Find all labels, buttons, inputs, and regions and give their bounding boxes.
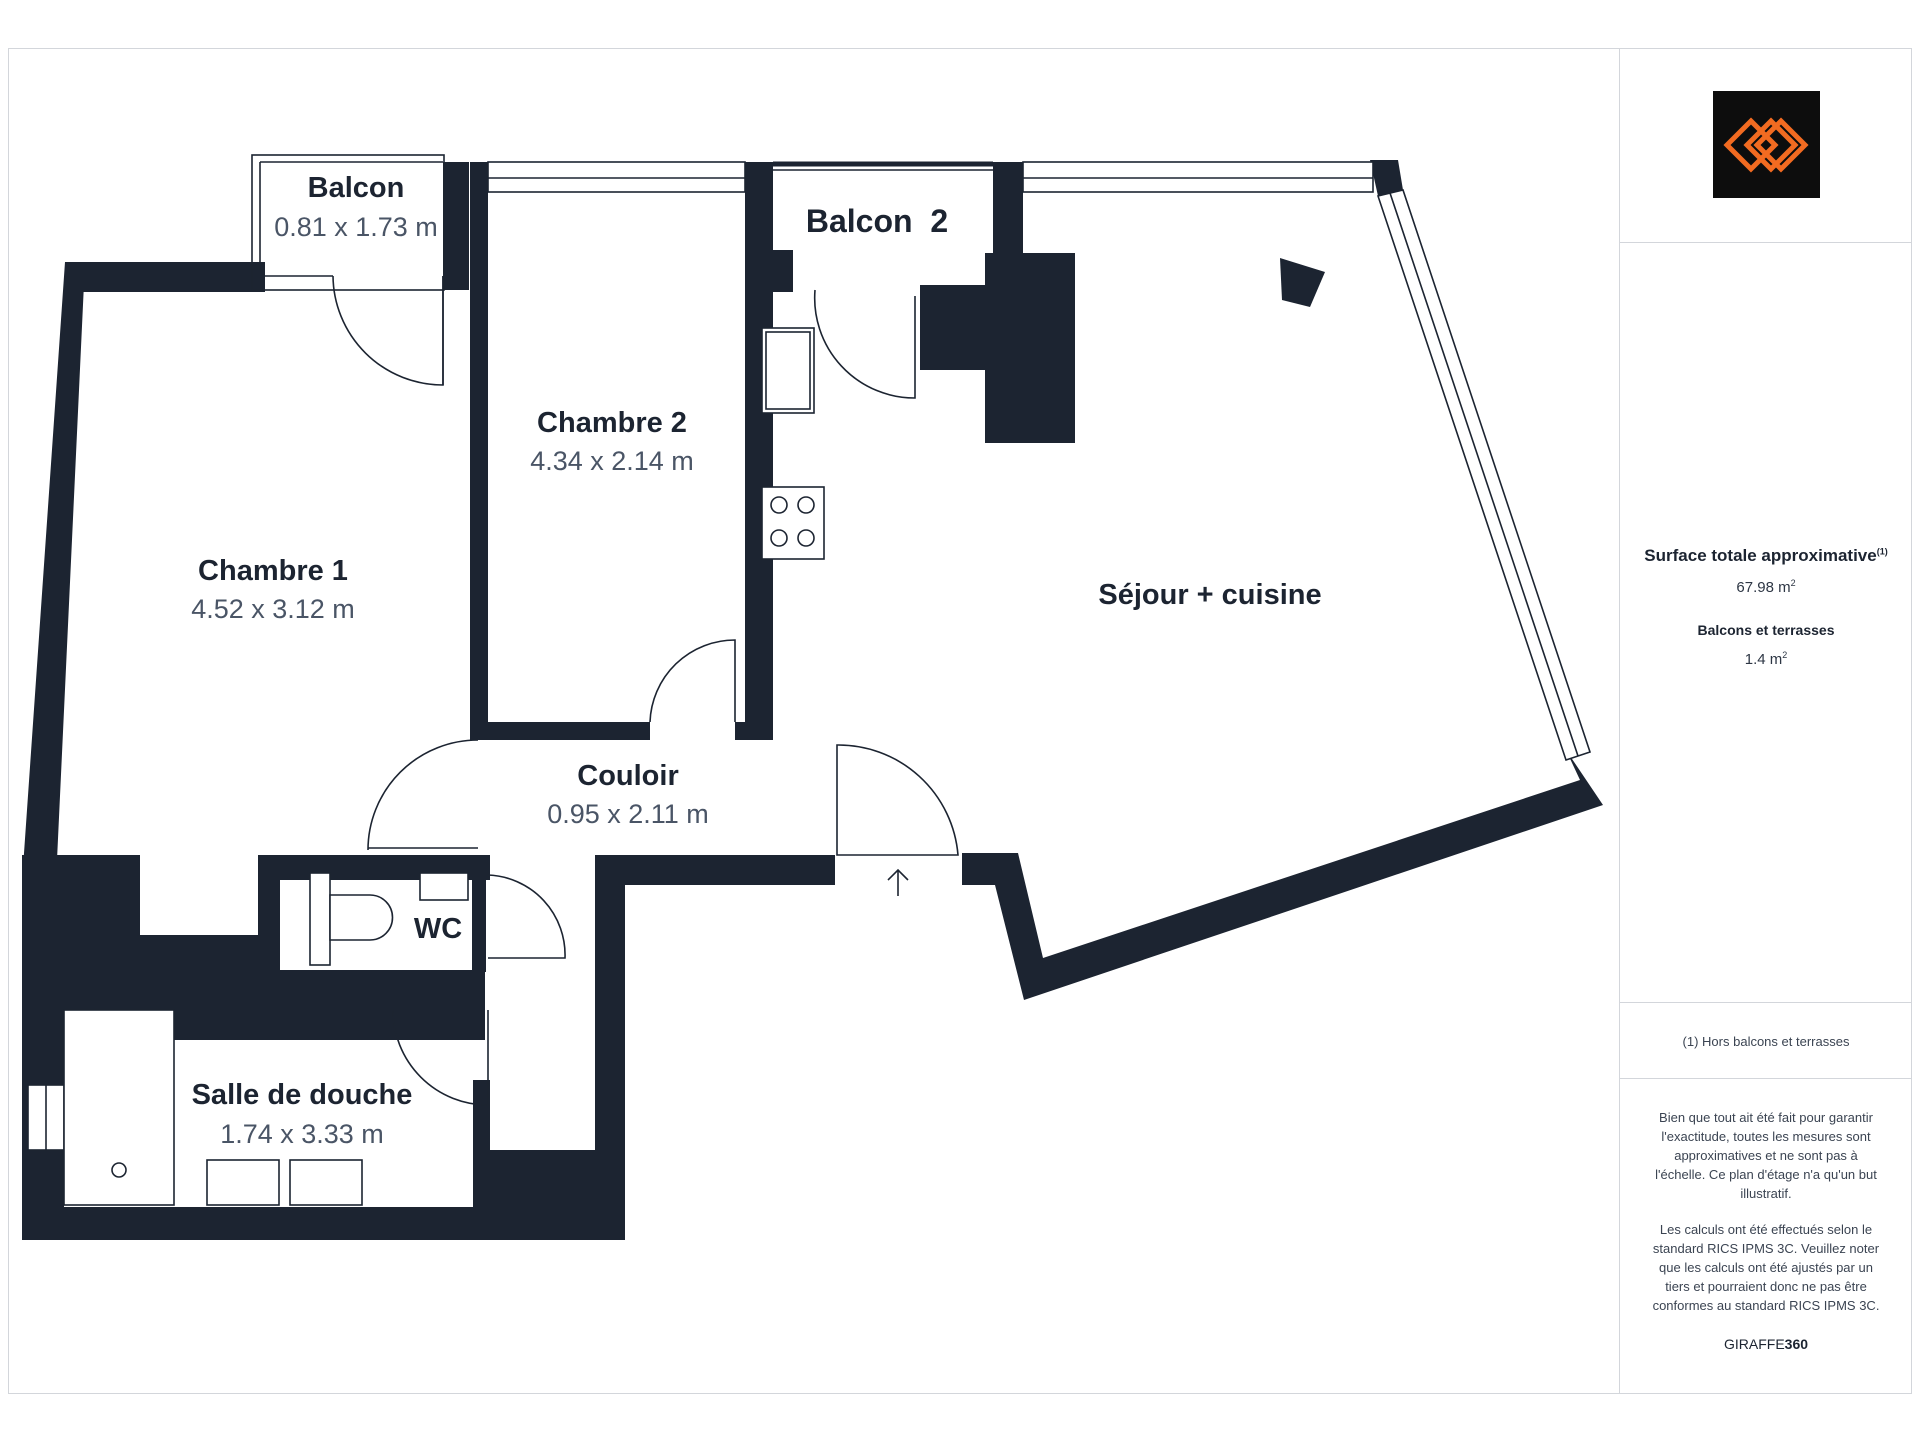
balcon-outline (251, 154, 445, 291)
door-chambre2 (649, 639, 736, 723)
door-entrance (836, 744, 959, 856)
balcony-area-value: 1.4 m2 (1744, 650, 1788, 668)
room-balcon-name: Balcon (308, 172, 405, 204)
shower-tray (63, 1009, 175, 1206)
area-summary: Surface totale approximative(1) 67.98 m2… (1620, 546, 1912, 668)
room-chambre1-dims: 4.52 x 3.12 m (191, 594, 355, 624)
stove (761, 486, 825, 560)
room-couloir-name: Couloir (577, 760, 679, 792)
wall-chambre2-south (488, 722, 650, 740)
wall-chambre2-west (478, 162, 488, 740)
window-chambre2-north (487, 161, 746, 193)
wall-chambre2-south-stub (735, 722, 773, 740)
disclaimer-1: Bien que tout ait été fait pour garantir… (1655, 1110, 1877, 1201)
sink-1 (206, 1159, 280, 1206)
wall-sejour-southeast (962, 750, 1603, 1000)
door-balcon2 (813, 289, 916, 399)
wall-sejour-northeast (1370, 160, 1403, 196)
toilet-bowl (329, 894, 394, 941)
door-balcon (332, 275, 444, 386)
room-douche-name: Salle de douche (192, 1079, 413, 1111)
wall-balcon-east (443, 162, 469, 290)
fridge (761, 327, 815, 414)
door-wc (487, 874, 566, 959)
room-douche-dims: 1.74 x 3.33 m (220, 1119, 384, 1149)
door-chambre1 (367, 739, 479, 851)
wall-balcon2-west (773, 250, 793, 292)
wall-pillar (1280, 258, 1325, 307)
brand-logo (1713, 91, 1820, 198)
disclaimer-2: Les calculs ont été effectués selon le s… (1652, 1222, 1880, 1313)
diamond-logo-icon (1723, 117, 1809, 173)
room-chambre2-dims: 4.34 x 2.14 m (530, 446, 694, 476)
room-sejour-name: Séjour + cuisine (1098, 579, 1321, 611)
room-balcon2-name: Balcon 2 (806, 203, 948, 239)
room-wc-name: WC (414, 913, 462, 945)
room-chambre1-name: Chambre 1 (198, 555, 348, 587)
total-area-value: 67.98 m2 (1736, 578, 1796, 596)
room-chambre2-name: Chambre 2 (537, 407, 687, 439)
wall-southwest-block (22, 855, 490, 1240)
floor-plan: Balcon 0.81 x 1.73 m Balcon 2 Chambre 2 … (22, 154, 1603, 1240)
sink-2 (289, 1159, 363, 1206)
total-area-label: Surface totale approximative(1) (1644, 546, 1888, 565)
footnote: (1) Hors balcons et terrasses (1682, 1034, 1850, 1049)
wall-chimney-lower (985, 253, 1075, 443)
toilet-tank (309, 872, 331, 966)
brand-wordmark: GIRAFFE360 (1723, 1336, 1809, 1352)
window-sejour-north (1022, 161, 1374, 193)
wc-sink (419, 872, 469, 901)
wall-chambre1-west (22, 262, 85, 882)
room-balcon-dims: 0.81 x 1.73 m (274, 212, 438, 242)
room-couloir-dims: 0.95 x 2.11 m (547, 799, 709, 829)
wall-chimney (920, 285, 993, 370)
balcony-area-label: Balcons et terrasses (1697, 622, 1835, 638)
wall-chambre1-north (65, 262, 265, 292)
wall-chambre2-east (745, 162, 773, 740)
door-douche (392, 1009, 489, 1106)
wall-wc-east (472, 880, 486, 972)
entrance-arrow-icon (887, 868, 909, 896)
shower-drain (111, 1162, 127, 1178)
info-sidebar: Surface totale approximative(1) 67.98 m2… (1619, 48, 1912, 1394)
